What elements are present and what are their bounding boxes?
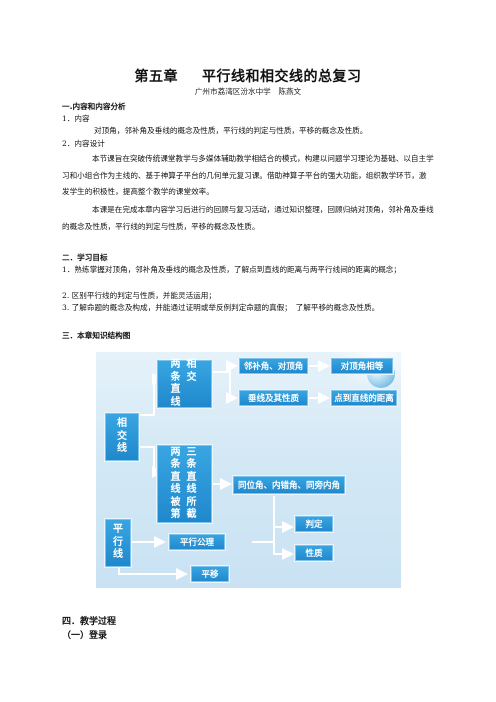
section-2-item-2: 2. 区别平行线的判定与性质，并能灵活运用；: [62, 291, 216, 300]
section-2-item-1: 1．熟练掌握对顶角，邻补角及垂线的概念及性质，了解点到直线的距离与两平行线间的距…: [62, 265, 401, 274]
section-1-content-text: 对顶角，邻补角及垂线的概念及性质，平行线的判定与性质，平移的概念及性质。: [94, 126, 368, 135]
section-1-heading: 一.内容和内容分析: [62, 102, 126, 111]
page-title: 第五章平行线和相交线的总复习: [134, 69, 362, 85]
connector-axiom-join: [252, 527, 275, 543]
box-intersecting-lines: 相交线: [104, 412, 140, 462]
box-judgement: 判定: [294, 515, 334, 533]
connector-angles-to-judge: [273, 496, 294, 533]
section-2-item-3: 3. 了解命题的概念及构成，并能通过证明或举反例判定命题的真假； 了解平移的概念…: [62, 303, 380, 312]
connector-to-adjacent: [213, 360, 238, 373]
connector-to-perpendicular: [226, 372, 238, 404]
box-point-line-distance: 点到直线的距离: [330, 389, 398, 407]
box-translation: 平移: [190, 565, 230, 583]
box-angle-types: 同位角、内错角、同旁内角: [232, 475, 346, 495]
section-3-heading: 三．本章知识结构图: [62, 331, 131, 340]
author-line: 广州市荔湾区汾水中学 陈燕文: [194, 87, 302, 96]
box-adjacent-vertical-angles: 邻补角、对顶角: [238, 357, 309, 375]
section-1-sub-2: 2．内容设计: [62, 139, 105, 148]
section-4-sub-1: （一）登录: [62, 631, 108, 641]
section-2-heading: 二．学习目标: [62, 253, 108, 262]
section-4-heading: 四．教学过程: [62, 617, 117, 627]
diagram-connectors: [118, 360, 330, 580]
connector-to-property: [273, 542, 294, 560]
box-parallel-axiom: 平行公理: [168, 533, 226, 551]
box-property: 性质: [294, 544, 334, 562]
knowledge-structure-diagram: 相交线 两条直线 相交 邻补角、对顶角 对顶角相等 垂线及其性质 点到直线的距离…: [96, 352, 401, 588]
box-parallel-lines: 平行线: [104, 518, 132, 568]
box-perpendicular-property: 垂线及其性质: [238, 389, 309, 407]
box-two-lines-intersect: 两条直线 相交: [156, 359, 213, 409]
box-vertical-angles-equal: 对顶角相等: [330, 357, 394, 375]
section-1-paragraph-2: 本课是在完成本章内容学习后进行的回顾与复习活动，通过知识整理，回顾归纳对顶角，邻…: [62, 205, 434, 231]
box-three-lines-cut: 两条直线被第 三条直线所截: [156, 444, 213, 524]
section-1-sub-1: 1．内容: [62, 114, 90, 123]
section-1-paragraph-1: 本节课旨在突破传统课堂教学与多媒体辅助教学相结合的模式，构建以问题学习理论为基础…: [62, 154, 434, 196]
